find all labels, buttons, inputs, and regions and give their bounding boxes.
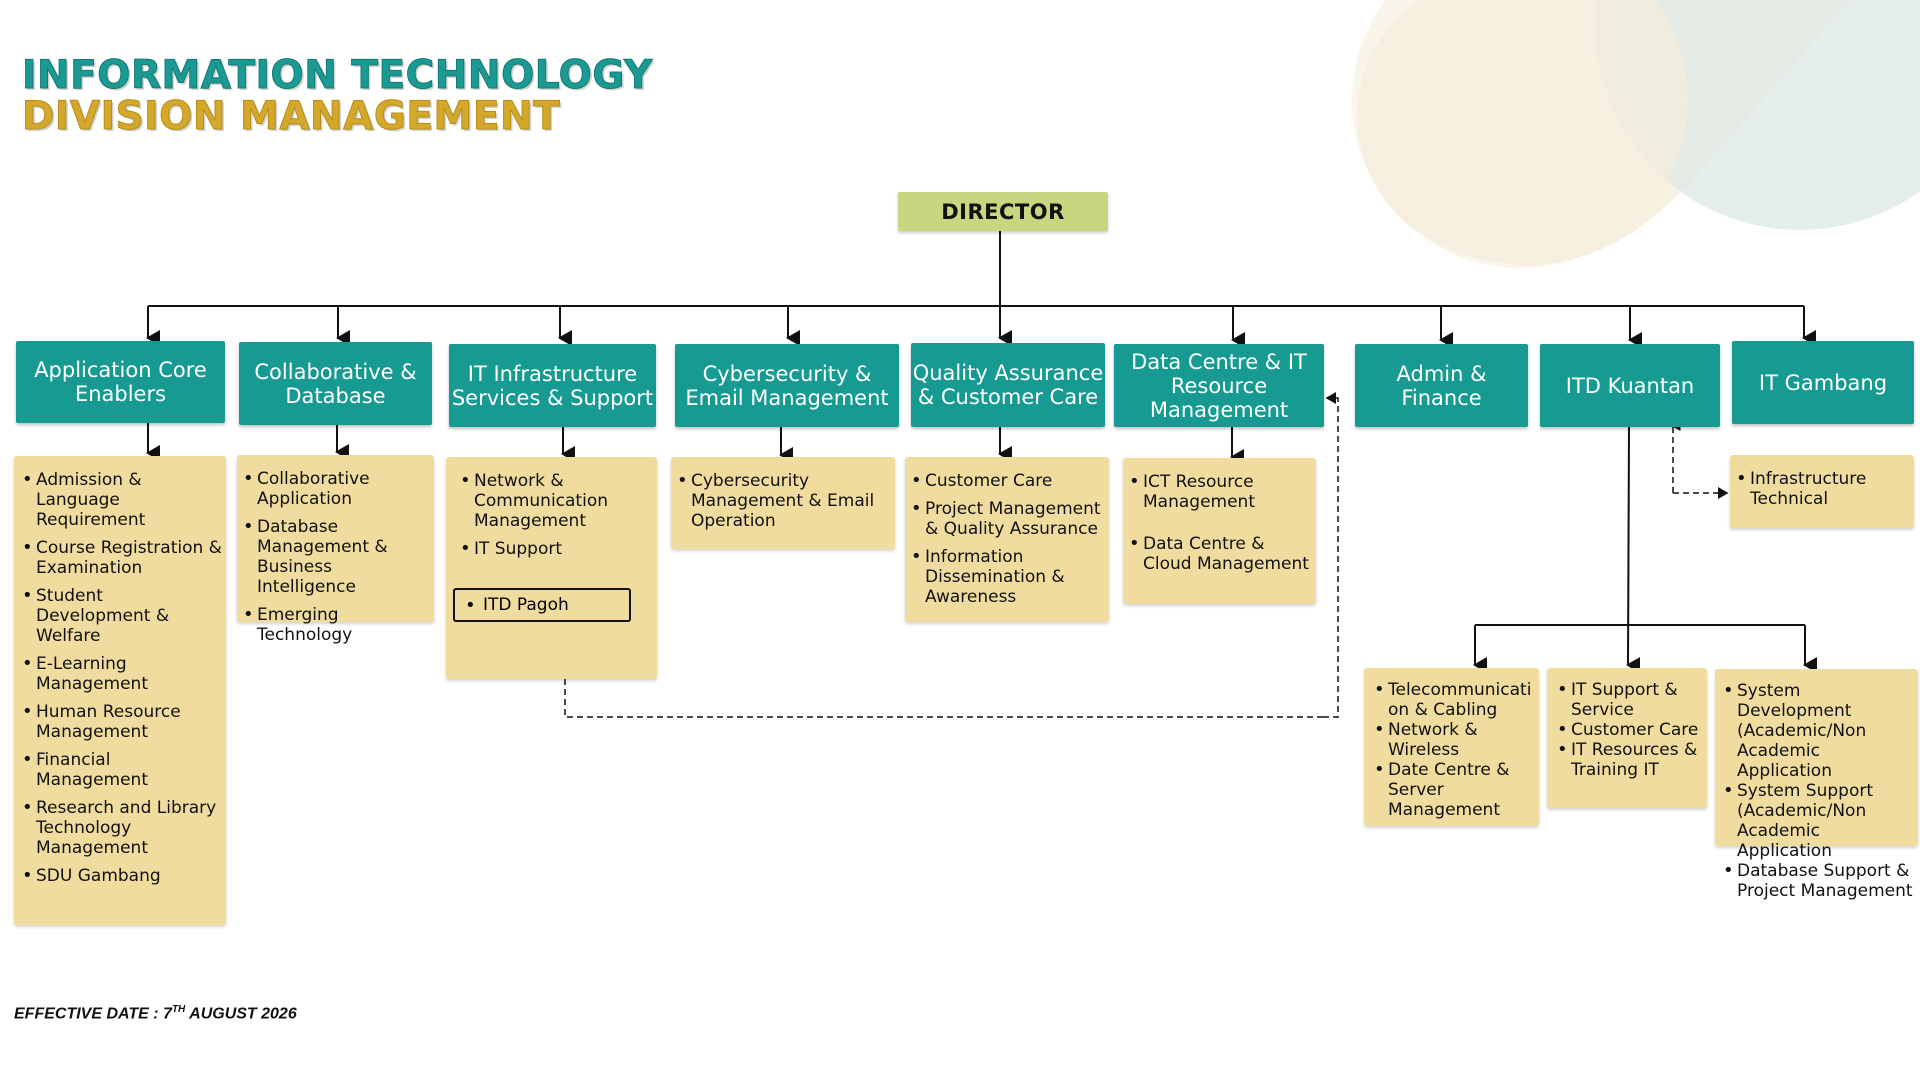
effective-date: EFFECTIVE DATE : 7TH AUGUST 2026 — [14, 1004, 297, 1023]
dept-label: ITD Kuantan — [1565, 373, 1695, 398]
list-infrastructure: Network & Communication Management IT Su… — [446, 457, 657, 679]
list-quality-assurance: Customer Care Project Management & Quali… — [905, 457, 1109, 622]
list-item: Database Support & Project Management — [1723, 861, 1916, 901]
list-cybersecurity: Cybersecurity Management & Email Operati… — [671, 457, 895, 549]
dept-quality-assurance: Quality Assurance & Customer Care — [911, 343, 1105, 427]
list-collaborative: Collaborative Application Database Manag… — [237, 455, 434, 645]
list-kuantan-support: IT Support & Service Customer Care IT Re… — [1547, 668, 1707, 808]
list-item: Collaborative Application — [243, 469, 430, 509]
list-item: Emerging Technology — [243, 605, 430, 645]
list-item: Data Centre & Cloud Management — [1129, 534, 1312, 574]
list-item: IT Support — [460, 539, 653, 559]
list-item: Human Resource Management — [22, 702, 222, 742]
list-item: Infrastructure Technical — [1736, 469, 1910, 509]
list-item: IT Resources & Training IT — [1557, 740, 1703, 780]
list-item: IT Support & Service — [1557, 680, 1703, 720]
list-item: Admission & Language Requirement — [22, 470, 222, 530]
title-line-2: DIVISION MANAGEMENT — [22, 94, 561, 139]
dept-label: Cybersecurity & Email Management — [685, 361, 889, 410]
director-label: DIRECTOR — [941, 199, 1065, 224]
dept-label: IT Gambang — [1758, 370, 1888, 395]
list-item: System Development (Academic/Non Academi… — [1723, 681, 1916, 781]
list-item: Information Dissemination & Awareness — [911, 547, 1105, 607]
director-box: DIRECTOR — [898, 192, 1108, 231]
list-data-centre: ICT Resource Management Data Centre & Cl… — [1123, 458, 1316, 604]
list-item: System Support (Academic/Non Academic Ap… — [1723, 781, 1916, 861]
title-line-1: INFORMATION TECHNOLOGY — [22, 53, 653, 98]
list-item: Research and Library Technology Manageme… — [22, 798, 222, 858]
list-item: Customer Care — [1557, 720, 1703, 740]
dept-label: Data Centre & IT Resource Management — [1131, 349, 1307, 422]
list-item: Network & Communication Management — [460, 471, 653, 531]
effective-date-prefix: EFFECTIVE DATE : 7 — [14, 1005, 172, 1023]
list-item: Student Development & Welfare — [22, 586, 222, 646]
list-item: Cybersecurity Management & Email Operati… — [677, 471, 891, 531]
effective-date-suffix: AUGUST 2026 — [185, 1005, 297, 1023]
list-item: Course Registration & Examination — [22, 538, 222, 578]
dept-label: Application Core Enablers — [34, 358, 207, 406]
list-item: ICT Resource Management — [1129, 472, 1312, 512]
list-application-core: Admission & Language Requirement Course … — [14, 456, 226, 925]
background-decoration — [1352, 0, 1920, 268]
list-item: Database Management & Business Intellige… — [243, 517, 430, 597]
dept-cybersecurity-email: Cybersecurity & Email Management — [675, 344, 899, 427]
dept-it-gambang: IT Gambang — [1732, 341, 1914, 424]
dept-label: Collaborative & Database — [254, 359, 417, 408]
list-kuantan-system: System Development (Academic/Non Academi… — [1715, 669, 1918, 901]
dept-data-centre: Data Centre & IT Resource Management — [1114, 344, 1324, 427]
page-title: INFORMATION TECHNOLOGY DIVISION MANAGEME… — [22, 53, 653, 139]
list-item: Date Centre & Server Management — [1374, 760, 1535, 820]
list-item: Project Management & Quality Assurance — [911, 499, 1105, 539]
list-kuantan-network: Telecommunication & Cabling Network & Wi… — [1364, 668, 1539, 826]
list-it-gambang: Infrastructure Technical — [1730, 455, 1914, 528]
list-item: SDU Gambang — [22, 866, 222, 886]
list-item: Telecommunication & Cabling — [1374, 680, 1535, 720]
list-item: E-Learning Management — [22, 654, 222, 694]
dept-label: Quality Assurance & Customer Care — [912, 361, 1104, 409]
list-item: Customer Care — [911, 471, 1105, 491]
list-item: Financial Management — [22, 750, 222, 790]
itd-pagoh-box: ITD Pagoh — [453, 588, 631, 622]
dept-it-infrastructure: IT Infrastructure Services & Support — [449, 344, 656, 427]
dept-collaborative-database: Collaborative & Database — [239, 342, 432, 425]
effective-date-sup: TH — [171, 1004, 186, 1015]
dept-itd-kuantan: ITD Kuantan — [1540, 344, 1720, 427]
list-item: Network & Wireless — [1374, 720, 1535, 760]
dept-label: Admin & Finance — [1396, 361, 1487, 410]
dept-label: IT Infrastructure Services & Support — [451, 361, 654, 410]
dept-admin-finance: Admin & Finance — [1355, 344, 1528, 427]
dept-application-core-enablers: Application Core Enablers — [16, 341, 225, 423]
